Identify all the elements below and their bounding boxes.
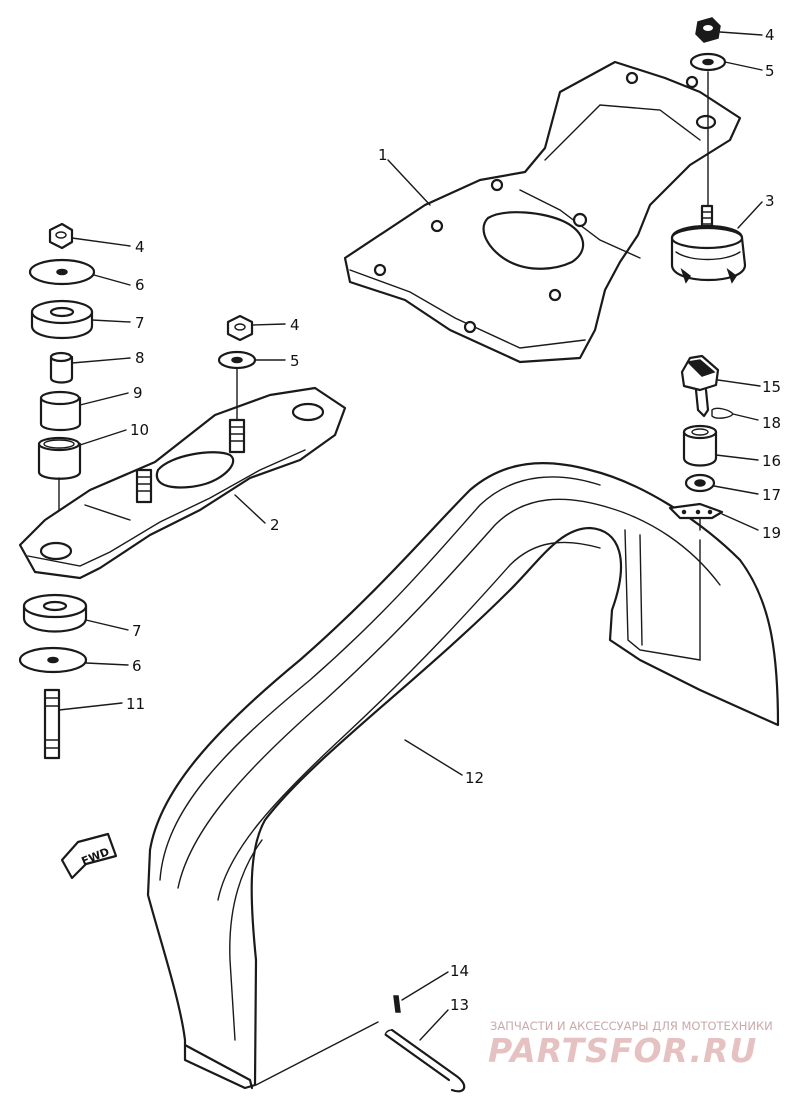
callout-5-top-right: 5 xyxy=(765,62,775,80)
nut-4-left xyxy=(48,222,74,250)
rubber-7-left-top xyxy=(30,299,94,340)
callout-4-left: 4 xyxy=(135,238,145,256)
nut-4-middle xyxy=(226,314,254,342)
callout-6-bottom: 6 xyxy=(132,657,142,675)
callout-10: 10 xyxy=(130,421,149,439)
part-17-washer xyxy=(684,473,716,493)
callout-12: 12 xyxy=(465,769,484,787)
callout-11: 11 xyxy=(126,695,145,713)
collar-9 xyxy=(39,390,82,432)
collar-8 xyxy=(49,351,74,384)
callout-4-middle: 4 xyxy=(290,316,300,334)
callout-14: 14 xyxy=(450,962,469,980)
fwd-arrow-icon: FWD xyxy=(60,832,118,880)
part-18-clip xyxy=(711,407,734,419)
callout-1: 1 xyxy=(378,146,388,164)
part-3-rubber-mount xyxy=(670,204,747,284)
callout-2: 2 xyxy=(270,516,280,534)
nut-4-upper-right xyxy=(695,17,721,43)
washer-5-middle xyxy=(217,350,257,370)
callout-5-middle: 5 xyxy=(290,352,300,370)
watermark: ЗАПЧАСТИ И АКСЕССУАРЫ ДЛЯ МОТОТЕХНИКИ PA… xyxy=(488,1019,773,1070)
callout-4-top-right: 4 xyxy=(765,26,775,44)
stud-11 xyxy=(43,688,61,760)
washer-6-left-top xyxy=(28,258,96,286)
watermark-brand: PARTSFOR.RU xyxy=(488,1031,757,1070)
part-2-lower-bracket xyxy=(18,386,347,580)
callout-9: 9 xyxy=(133,384,143,402)
callout-17: 17 xyxy=(762,486,781,504)
callout-3: 3 xyxy=(765,192,775,210)
callout-16: 16 xyxy=(762,452,781,470)
stud-bracket-2 xyxy=(135,468,153,504)
rubber-7-left-bottom xyxy=(22,593,88,633)
washer-6-left-bottom xyxy=(18,646,88,674)
callout-labels: 1 2 3 4 4 4 5 5 6 6 7 7 8 9 10 11 12 13 … xyxy=(126,26,781,1014)
callout-19: 19 xyxy=(762,524,781,542)
part-14-pin xyxy=(393,995,401,1013)
callout-7-bottom: 7 xyxy=(132,622,142,640)
callout-15: 15 xyxy=(762,378,781,396)
part-19-plate xyxy=(668,502,724,520)
leader-lines xyxy=(58,31,763,1041)
watermark-tagline: ЗАПЧАСТИ И АКСЕССУАРЫ ДЛЯ МОТОТЕХНИКИ xyxy=(490,1019,773,1033)
part-13-rod xyxy=(384,1028,466,1093)
stud-middle xyxy=(228,418,246,454)
callout-7-top: 7 xyxy=(135,314,145,332)
callout-18: 18 xyxy=(762,414,781,432)
callout-6-top: 6 xyxy=(135,276,145,294)
part-12-fender xyxy=(146,462,780,1090)
part-15-reflector-bolt xyxy=(680,354,720,418)
callout-8: 8 xyxy=(135,349,145,367)
assembly-line xyxy=(255,1021,379,1086)
bushing-10 xyxy=(37,436,82,480)
callout-13: 13 xyxy=(450,996,469,1014)
part-16-spacer xyxy=(682,424,718,467)
washer-5-upper-right xyxy=(689,52,727,72)
part-1-upper-bracket xyxy=(343,60,742,364)
